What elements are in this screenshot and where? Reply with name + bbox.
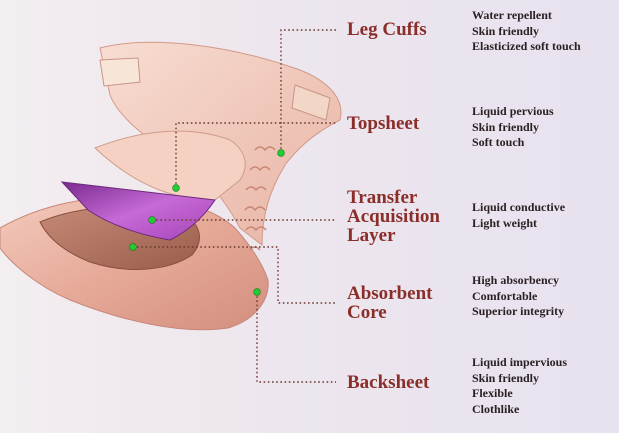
property: Liquid pervious [472,104,554,118]
property: Liquid conductive [472,200,566,214]
property: Water repellent [472,8,552,22]
property: Skin friendly [472,370,540,385]
transfer-layer-shape [60,181,216,241]
title-absorbent-core: Absorbent Core [347,283,433,323]
leader-backsheet [256,292,336,383]
layer-markers [129,149,285,296]
property: Liquid impervious [472,355,568,369]
title-backsheet: Backsheet [347,372,430,393]
leader-absorbent-core [133,246,336,304]
property: Superior integrity [472,304,565,318]
leader-leg-cuffs [280,29,336,153]
property: Skin friendly [472,23,540,38]
marker-absorbent-core [129,243,137,251]
leg-cuff-gathers [244,146,276,251]
properties-transfer-acquisition-layer: Liquid conductive Light weight [472,200,565,231]
left-fastening-tab [99,57,141,87]
property: Flexible [472,386,513,400]
title-leg-cuffs: Leg Cuffs [347,19,427,40]
property: Skin friendly [472,119,540,134]
title-topsheet: Topsheet [347,113,420,134]
properties-backsheet: Liquid impervious Skin friendly Flexible… [472,355,567,417]
properties-leg-cuffs: Water repellent Skin friendly Elasticize… [472,8,581,55]
property: Elasticized soft touch [472,39,581,53]
property: Clothlike [472,401,520,416]
topsheet-shape [94,130,246,201]
marker-topsheet [172,184,180,192]
marker-transfer-layer [148,216,156,224]
marker-backsheet [253,288,261,296]
marker-leg-cuffs [277,149,285,157]
property: High absorbency [472,273,560,287]
right-fastening-tab [291,84,331,121]
title-transfer-acquisition-layer: Transfer Acquisition Layer [347,187,440,246]
properties-topsheet: Liquid pervious Skin friendly Soft touch [472,104,554,151]
property: Light weight [472,215,538,230]
properties-absorbent-core: High absorbency Comfortable Superior int… [472,273,564,320]
leader-lines [133,29,336,383]
property: Comfortable [472,288,538,303]
leader-topsheet [175,122,336,188]
property: Soft touch [472,135,525,149]
